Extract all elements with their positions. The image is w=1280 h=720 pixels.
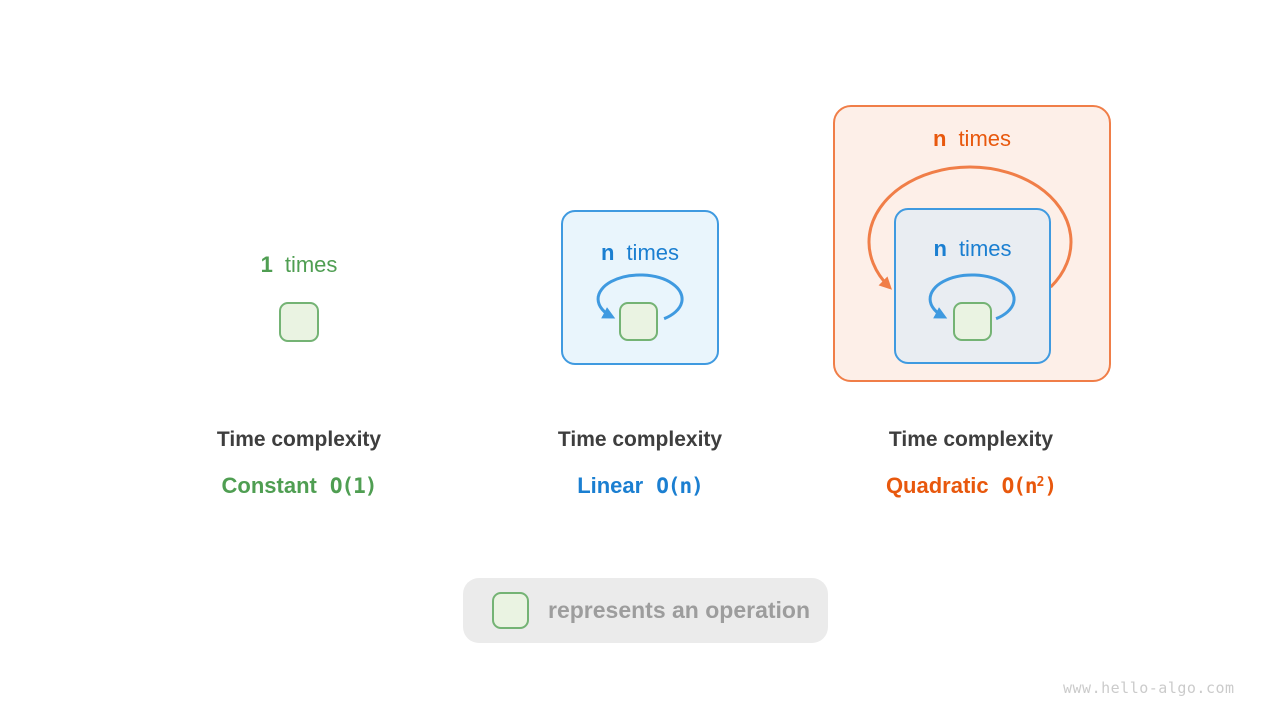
linear-notation: O(n) [656,474,704,498]
operation-box-linear [619,302,658,341]
linear-loop-box [561,210,719,365]
linear-count: n [600,240,615,265]
quadratic-notation: O(n2) [1001,474,1057,498]
quadratic-inner-times-label: n times [894,236,1051,262]
quadratic-outer-times-label: n times [833,126,1111,152]
constant-notation: O(1) [329,474,378,498]
constant-value: Constant O(1) [169,473,429,499]
legend: represents an operation [463,578,828,643]
operation-box-constant [279,302,319,342]
quadratic-label: Quadratic [885,473,989,498]
constant-label: Constant [221,473,317,498]
legend-operation-box [492,592,529,629]
quadratic-outer-count-word: times [958,126,1011,151]
constant-times-label: 1 times [179,252,419,278]
constant-count-word: times [284,252,338,277]
quadratic-notation-exponent: 2 [1036,475,1045,490]
legend-text: represents an operation [548,597,811,623]
quadratic-outer-count: n [932,126,947,151]
quadratic-notation-base: O(n [1001,474,1038,498]
quadratic-notation-close: ) [1044,474,1057,498]
quadratic-title: Time complexity [888,428,1054,451]
operation-box-quadratic [953,302,992,341]
linear-value: Linear O(n) [510,473,770,499]
linear-times-label: n times [561,240,719,266]
linear-label: Linear [577,473,644,498]
quadratic-value: Quadratic O(n2) [841,473,1101,499]
watermark: www.hello-algo.com [1063,679,1235,697]
quadratic-inner-count: n [933,236,947,261]
linear-title: Time complexity [557,428,723,451]
quadratic-inner-count-word: times [958,236,1012,261]
linear-count-word: times [626,240,679,265]
constant-title: Time complexity [216,428,382,451]
constant-count: 1 [260,252,273,277]
